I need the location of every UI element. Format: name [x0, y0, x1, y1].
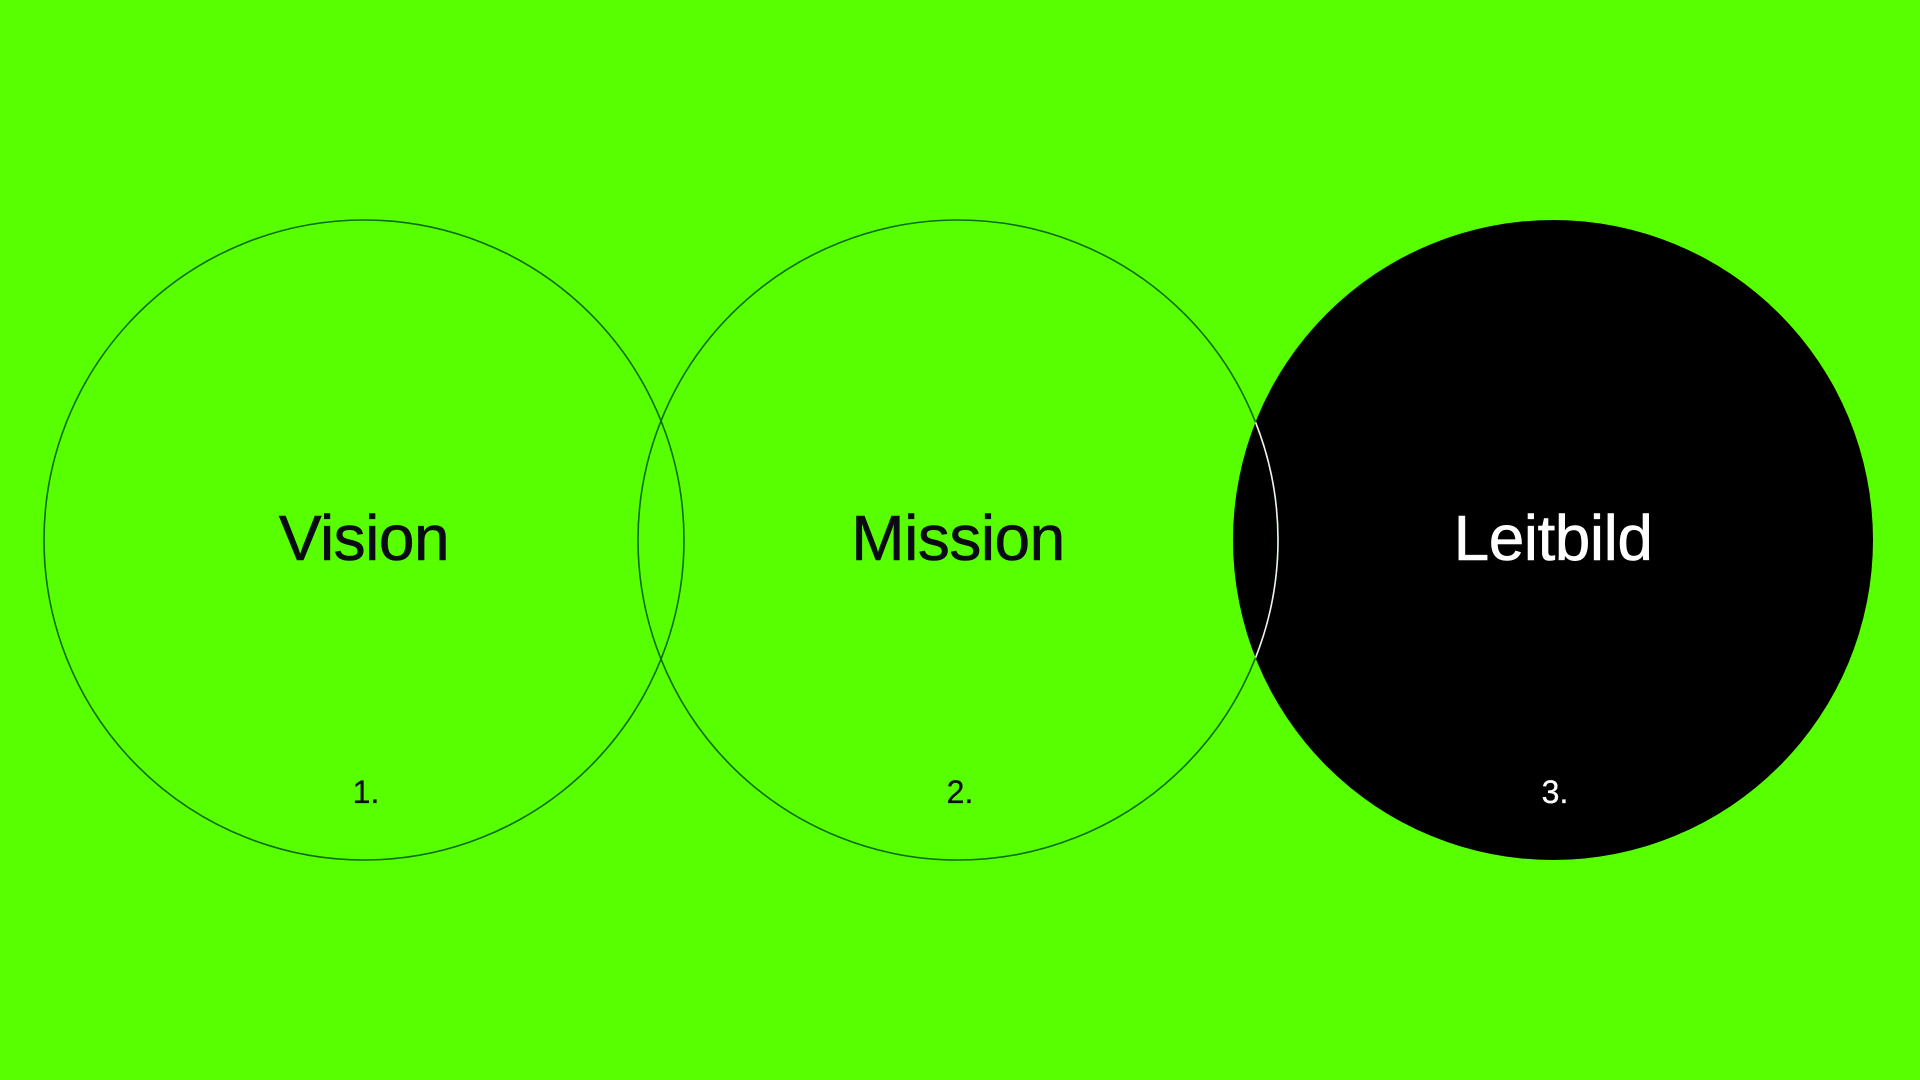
circle-number-1: 1.	[352, 774, 380, 810]
circle-leitbild	[1233, 220, 1873, 860]
circle-vision	[43, 219, 685, 861]
circle-mission-outline-over-dark	[1233, 220, 1279, 860]
circle-number-2: 2.	[946, 774, 974, 810]
circle-title-leitbild: Leitbild	[1453, 502, 1653, 574]
circle-title-vision: Vision	[278, 502, 450, 574]
circle-title-mission: Mission	[851, 502, 1066, 574]
circle-number-3: 3.	[1541, 774, 1569, 810]
